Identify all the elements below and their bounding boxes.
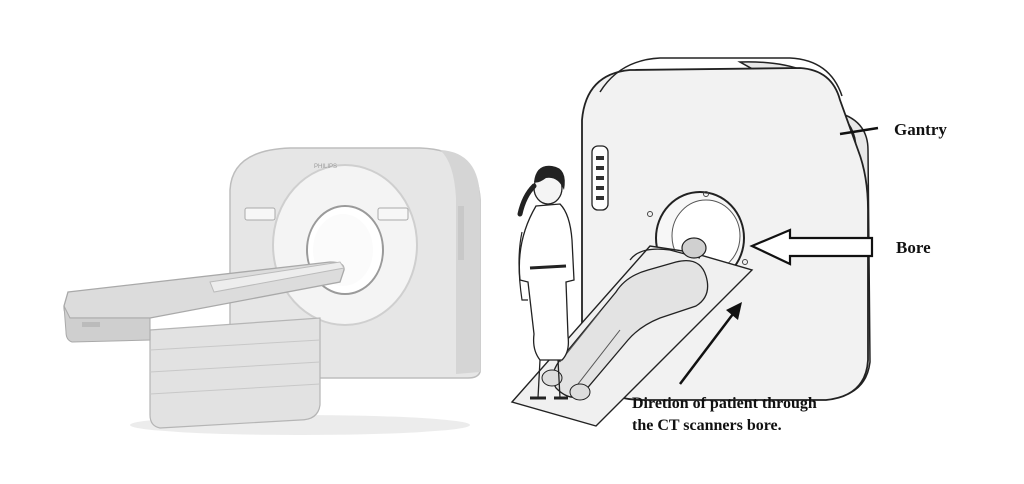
control-panel-right bbox=[377, 207, 409, 221]
direction-arrow bbox=[679, 309, 737, 385]
direction-label: Diretion of patient through the CT scann… bbox=[632, 393, 817, 437]
patient-table-base bbox=[149, 317, 321, 429]
technologist-body bbox=[518, 203, 575, 361]
control-panel-left bbox=[244, 207, 276, 221]
bore-arrow bbox=[749, 228, 874, 266]
gantry-label: Gantry bbox=[894, 120, 947, 139]
ct-scanner-photo: PHILIPS bbox=[63, 147, 481, 435]
gantry-pointer bbox=[839, 126, 879, 136]
bore-label: Bore bbox=[896, 238, 931, 257]
direction-label-line-2: the CT scanners bore. bbox=[632, 417, 782, 434]
technologist-figure bbox=[517, 165, 575, 400]
ct-gantry-drawing bbox=[510, 57, 879, 427]
brand-logo: PHILIPS bbox=[314, 164, 337, 170]
direction-label-line-1: Diretion of patient through bbox=[632, 395, 817, 412]
